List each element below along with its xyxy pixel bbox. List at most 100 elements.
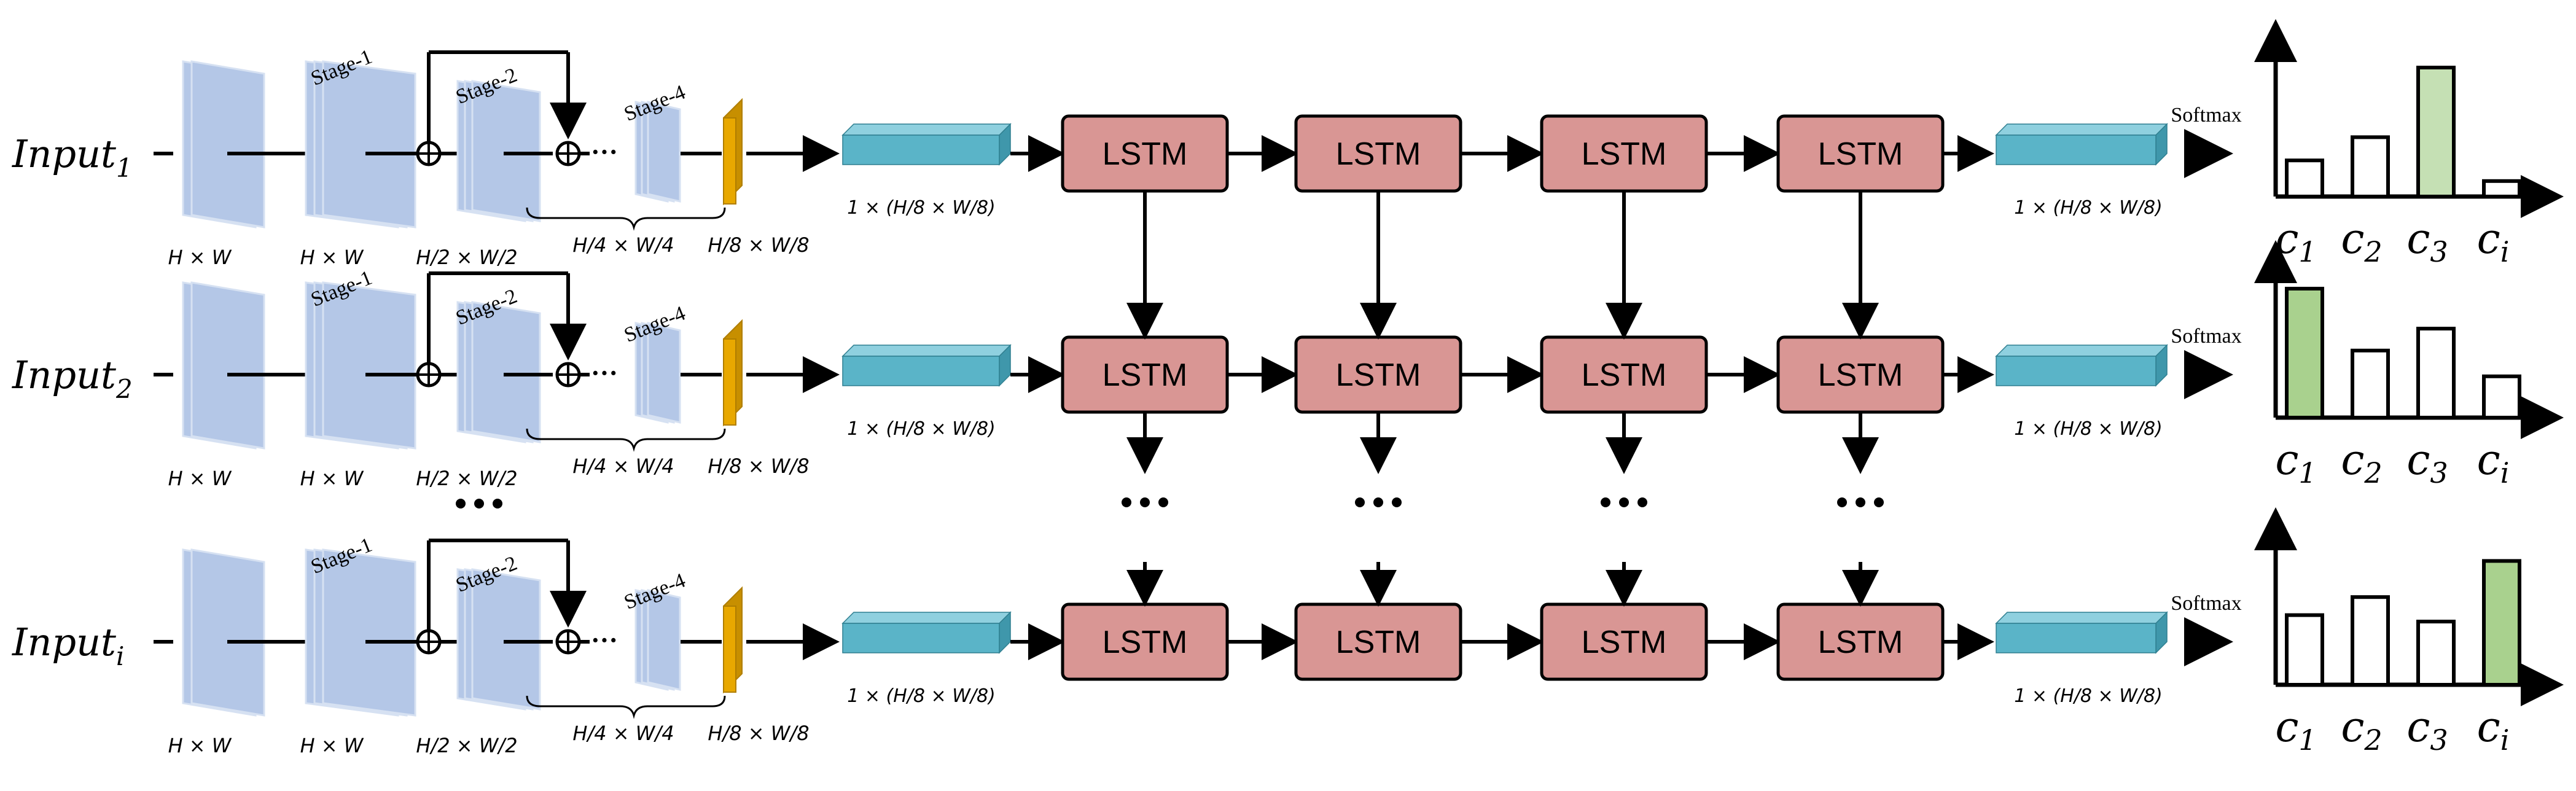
add-node-1 — [416, 141, 442, 166]
ellipsis-text: ··· — [591, 358, 618, 388]
dot-backbone-0 — [456, 499, 466, 508]
vector-front — [1996, 623, 2156, 653]
lstm-cell-2: LSTM — [1294, 114, 1462, 193]
class-bar-1 — [2285, 158, 2324, 199]
dot-3-0 — [1601, 497, 1610, 507]
ellipsis-text: ··· — [591, 625, 618, 655]
class-bar-2 — [2351, 348, 2390, 419]
feature-map-layer — [471, 80, 541, 222]
class-label-3: c3 — [2406, 703, 2448, 757]
softmax-label: Softmax — [2171, 325, 2241, 348]
class-bar-1 — [2285, 287, 2324, 419]
add-node-1 — [416, 629, 442, 655]
class-label-4: ci — [2477, 215, 2510, 268]
stage-brace — [526, 428, 726, 452]
dot-backbone-2 — [493, 499, 502, 508]
class-label-sub: 2 — [2363, 723, 2382, 757]
stage1-block — [305, 548, 416, 717]
class-label-main: c — [2275, 436, 2298, 485]
dot-4-1 — [1856, 497, 1865, 507]
feature-map-sheet — [322, 60, 416, 228]
vector-out-label: 1 × (H/8 × W/8) — [2014, 418, 2163, 440]
add-node-2 — [555, 629, 581, 655]
dim-input: H × W — [168, 467, 232, 490]
lstm-label: LSTM — [1818, 136, 1903, 172]
stage-brace — [526, 207, 726, 231]
vector-top — [841, 345, 1012, 357]
class-bar-3 — [2416, 66, 2456, 198]
lstm-label: LSTM — [1582, 625, 1667, 660]
feature-map-sheet — [471, 301, 541, 443]
class-label-main: c — [2477, 703, 2500, 752]
dim-stage4: H/4 × W/4 — [572, 722, 674, 745]
vector-front — [842, 134, 1000, 165]
class-label-4: ci — [2477, 436, 2510, 489]
lstm-label: LSTM — [1582, 357, 1667, 393]
stage4-block — [634, 589, 681, 691]
lstm-label: LSTM — [1818, 357, 1903, 393]
vector-top — [841, 612, 1012, 624]
feature-map-layer — [471, 568, 541, 711]
vector-top — [1995, 123, 2168, 136]
vector-top — [1995, 345, 2168, 357]
lstm-cell-2: LSTM — [1294, 602, 1462, 681]
feature-map-sheet — [322, 281, 416, 450]
dot-3-2 — [1637, 497, 1647, 507]
feature-map-sheet — [190, 281, 265, 450]
class-bar-2 — [2351, 135, 2390, 198]
vector-top — [841, 123, 1012, 136]
dim-final: H/8 × W/8 — [708, 454, 809, 478]
feature-map-layer — [647, 101, 681, 203]
class-label-sub: i — [2500, 456, 2510, 489]
vector-top — [1995, 612, 2168, 624]
class-label-main: c — [2341, 215, 2364, 263]
input-label-sub: i — [116, 641, 124, 671]
lstm-label: LSTM — [1103, 357, 1188, 393]
vector-out-label: 1 × (H/8 × W/8) — [2014, 197, 2163, 219]
class-label-1: c1 — [2275, 215, 2316, 268]
input-image — [182, 60, 265, 228]
stage-brace — [526, 695, 726, 719]
class-bar-1 — [2285, 613, 2324, 687]
lstm-cell-3: LSTM — [1540, 114, 1708, 193]
feature-map-sheet — [471, 568, 541, 711]
lstm-cell-1: LSTM — [1061, 335, 1229, 414]
class-label-3: c3 — [2406, 436, 2448, 489]
vector-front — [842, 623, 1000, 653]
class-bar-3 — [2416, 620, 2456, 687]
class-label-3: c3 — [2406, 215, 2448, 268]
class-label-1: c1 — [2275, 436, 2316, 489]
output-vector — [1995, 344, 2168, 387]
class-bar-4 — [2482, 374, 2521, 419]
dim-stage4: H/4 × W/4 — [572, 454, 674, 478]
lstm-label: LSTM — [1582, 136, 1667, 172]
class-label-main: c — [2341, 703, 2364, 752]
lstm-cell-1: LSTM — [1061, 602, 1229, 681]
stage1-block — [305, 281, 416, 450]
class-label-sub: i — [2500, 235, 2510, 268]
stage4-block — [634, 101, 681, 203]
class-bar-4 — [2482, 559, 2521, 687]
feature-map-sheet — [322, 548, 416, 717]
stage1-block — [305, 60, 416, 228]
stage4-block — [634, 322, 681, 424]
feature-map-layer — [190, 281, 265, 450]
lstm-cell-1: LSTM — [1061, 114, 1229, 193]
feature-map-layer — [322, 281, 416, 450]
feature-map-layer — [647, 589, 681, 691]
final-map — [723, 338, 736, 426]
class-label-4: ci — [2477, 703, 2510, 757]
vector-front — [842, 356, 1000, 386]
stage2-block — [456, 301, 541, 443]
lstm-cell-2: LSTM — [1294, 335, 1462, 414]
dim-final: H/8 × W/8 — [708, 722, 809, 745]
class-label-2: c2 — [2341, 436, 2382, 489]
input-image — [182, 548, 265, 717]
dot-backbone-1 — [474, 499, 484, 508]
vector-front — [1996, 134, 2156, 165]
input-image — [182, 281, 265, 450]
lstm-label: LSTM — [1336, 136, 1421, 172]
final-map — [723, 606, 736, 693]
input-label-sub: 2 — [115, 374, 133, 404]
